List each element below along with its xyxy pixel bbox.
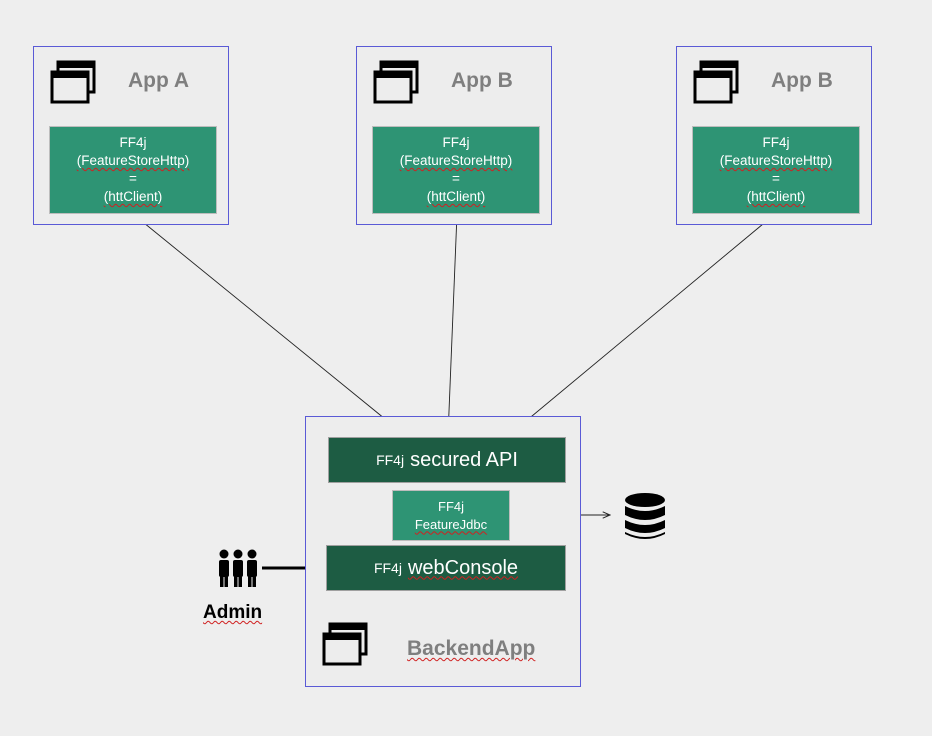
- app-window-icon: [693, 60, 739, 104]
- secured-api-box: FF4j secured API: [328, 437, 566, 483]
- edge-appB2-api: [508, 214, 775, 436]
- app-window-icon: [50, 60, 96, 104]
- app-title: App A: [128, 69, 190, 92]
- ff-line: FF4j: [119, 135, 147, 150]
- admin-label: Admin: [203, 602, 263, 623]
- ff-line: (httClient): [426, 189, 486, 204]
- app-title: App B: [451, 69, 513, 92]
- jdbc-line2: FeatureJdbc: [414, 516, 488, 532]
- ff4j-http-client-box: FF4j (FeatureStoreHttp) = (httClient): [49, 126, 217, 214]
- feature-jdbc-box: FF4j FeatureJdbc: [392, 490, 510, 541]
- backend-title: BackendApp: [407, 637, 536, 660]
- app-a-box: App A FF4j (FeatureStoreHttp) = (httClie…: [33, 46, 229, 225]
- app-b2-box: App B FF4j (FeatureStoreHttp) = (httClie…: [676, 46, 872, 225]
- ff-line: (FeatureStoreHttp): [399, 153, 513, 168]
- webconsole-box: FF4j webConsole: [326, 545, 566, 591]
- ff-line: =: [772, 171, 780, 186]
- secured-api-prefix: FF4j: [376, 452, 405, 468]
- app-b-box: App B FF4j (FeatureStoreHttp) = (httClie…: [356, 46, 552, 225]
- database-icon: [625, 493, 665, 539]
- jdbc-line1: FF4j: [438, 498, 464, 514]
- webconsole-label: webConsole: [407, 556, 519, 579]
- ff4j-http-client-box: FF4j (FeatureStoreHttp) = (httClient): [372, 126, 540, 214]
- secured-api-label: secured API: [410, 448, 518, 471]
- ff-line: =: [129, 171, 137, 186]
- ff-line: FF4j: [762, 135, 790, 150]
- ff-line: (httClient): [103, 189, 163, 204]
- users-group-icon: [219, 549, 257, 587]
- edge-appA-api: [133, 214, 406, 436]
- app-window-icon: [322, 622, 368, 666]
- ff4j-http-client-box: FF4j (FeatureStoreHttp) = (httClient): [692, 126, 860, 214]
- app-window-icon: [373, 60, 419, 104]
- ff-line: =: [452, 171, 460, 186]
- ff-line: (FeatureStoreHttp): [719, 153, 833, 168]
- webconsole-prefix: FF4j: [373, 560, 402, 576]
- ff-line: FF4j: [442, 135, 470, 150]
- ff-line: (httClient): [746, 189, 806, 204]
- backend-app-box: FF4j secured API FF4j FeatureJdbc FF4j w…: [305, 416, 581, 687]
- edge-appB1-api: [448, 214, 457, 436]
- ff-line: (FeatureStoreHttp): [76, 153, 190, 168]
- app-title: App B: [771, 69, 833, 92]
